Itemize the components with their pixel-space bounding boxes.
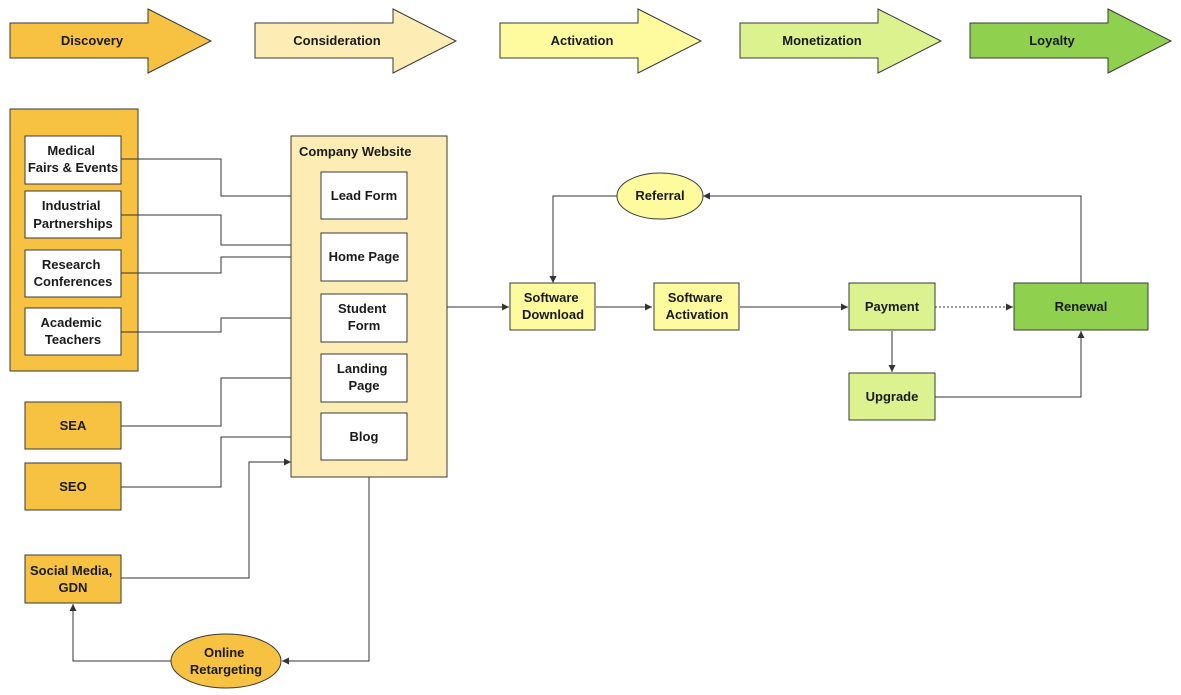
stage-shape-activation [499, 8, 703, 74]
node-software-download-label: Software Download [522, 290, 584, 322]
website-lead-form: Lead Form [320, 171, 408, 220]
website-student-form-label: Student Form [338, 301, 390, 333]
connector-renewal-to-referral [703, 192, 1082, 283]
company-website-title: Company Website [299, 144, 411, 159]
source-industrial-partnerships: Industrial Partnerships [24, 190, 122, 239]
source-medical-fairs-label: Medical Fairs & Events [28, 143, 118, 175]
website-blog: Blog [320, 412, 408, 461]
stage-shape-consideration [254, 8, 458, 74]
stage-arrow-loyalty: Loyalty [969, 8, 1173, 74]
stage-label-consideration: Consideration [293, 33, 380, 48]
source-medical-fairs: Medical Fairs & Events [24, 135, 122, 185]
connector-academic-to-student [121, 314, 320, 333]
node-renewal: Renewal [1013, 282, 1149, 331]
connector-upgrade-to-renewal [935, 331, 1085, 398]
connector-sea-to-landing [121, 374, 320, 427]
source-seo: SEO [24, 462, 122, 511]
node-upgrade-label: Upgrade [866, 389, 919, 404]
website-landing-page-label: Landing Page [337, 361, 391, 393]
stage-shape-discovery [9, 8, 213, 74]
connector-referral-to-download [549, 195, 617, 283]
stage-label-discovery: Discovery [61, 33, 124, 48]
stage-arrow-consideration: Consideration [254, 8, 458, 74]
source-social-media: Social Media, GDN [24, 554, 122, 604]
source-sea: SEA [24, 401, 122, 450]
node-software-activation: Software Activation [653, 282, 740, 331]
connector-industrial-to-home [121, 214, 320, 249]
stage-label-activation: Activation [551, 33, 614, 48]
node-software-activation-label: Software Activation [666, 290, 729, 322]
node-referral-label: Referral [635, 188, 684, 203]
source-academic-teachers: Academic Teachers [24, 307, 122, 356]
node-payment: Payment [848, 282, 936, 331]
connectors [69, 158, 1085, 665]
connector-medical-to-lead [121, 158, 320, 200]
source-online-retargeting: Online Retargeting [170, 633, 282, 689]
website-student-form: Student Form [320, 293, 408, 343]
source-seo-label: SEO [59, 479, 86, 494]
node-renewal-label: Renewal [1055, 299, 1108, 314]
stage-arrow-activation: Activation [499, 8, 703, 74]
stage-shape-loyalty [969, 8, 1173, 74]
source-sea-label: SEA [60, 418, 87, 433]
website-landing-page: Landing Page [320, 353, 408, 403]
stage-label-loyalty: Loyalty [1029, 33, 1075, 48]
source-research-conferences-label: Research Conferences [34, 257, 113, 289]
website-blog-label: Blog [350, 429, 379, 444]
connector-seo-to-blog [121, 433, 320, 488]
source-online-retargeting-label: Online Retargeting [190, 645, 262, 677]
stage-arrow-discovery: Discovery [9, 8, 213, 74]
connector-social-to-website [121, 458, 291, 579]
node-referral: Referral [616, 172, 704, 220]
source-research-conferences: Research Conferences [24, 249, 122, 298]
connector-retargeting-to-social [69, 604, 171, 662]
node-upgrade: Upgrade [848, 372, 936, 421]
website-home-page: Home Page [320, 232, 408, 282]
source-academic-teachers-label: Academic Teachers [40, 315, 105, 347]
stage-shape-monetization [739, 8, 943, 74]
source-industrial-partnerships-label: Industrial Partnerships [33, 198, 112, 231]
connector-website-to-retargeting [282, 477, 370, 665]
website-home-page-label: Home Page [329, 249, 400, 264]
website-lead-form-label: Lead Form [331, 188, 397, 203]
source-social-media-label: Social Media, GDN [30, 563, 116, 595]
node-software-download: Software Download [509, 282, 596, 331]
node-payment-label: Payment [865, 299, 920, 314]
connector-research-to-home [121, 253, 320, 274]
stage-arrow-monetization: Monetization [739, 8, 943, 74]
stage-label-monetization: Monetization [782, 33, 861, 48]
